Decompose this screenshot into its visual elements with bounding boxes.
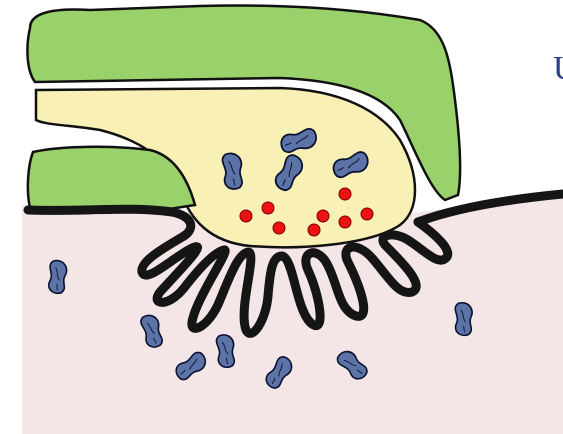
red-dot-icon xyxy=(262,202,274,214)
blue-particle-icon xyxy=(216,335,234,367)
red-dot-icon xyxy=(361,208,373,220)
caption-text: U xyxy=(553,52,563,86)
red-dot-icon xyxy=(273,222,285,234)
red-dot-icon xyxy=(308,224,320,236)
blue-particle-icon xyxy=(223,153,243,189)
red-dot-icon xyxy=(317,210,329,222)
red-dot-icon xyxy=(339,188,351,200)
red-dot-icon xyxy=(240,210,252,222)
red-dot-icon xyxy=(339,216,351,228)
